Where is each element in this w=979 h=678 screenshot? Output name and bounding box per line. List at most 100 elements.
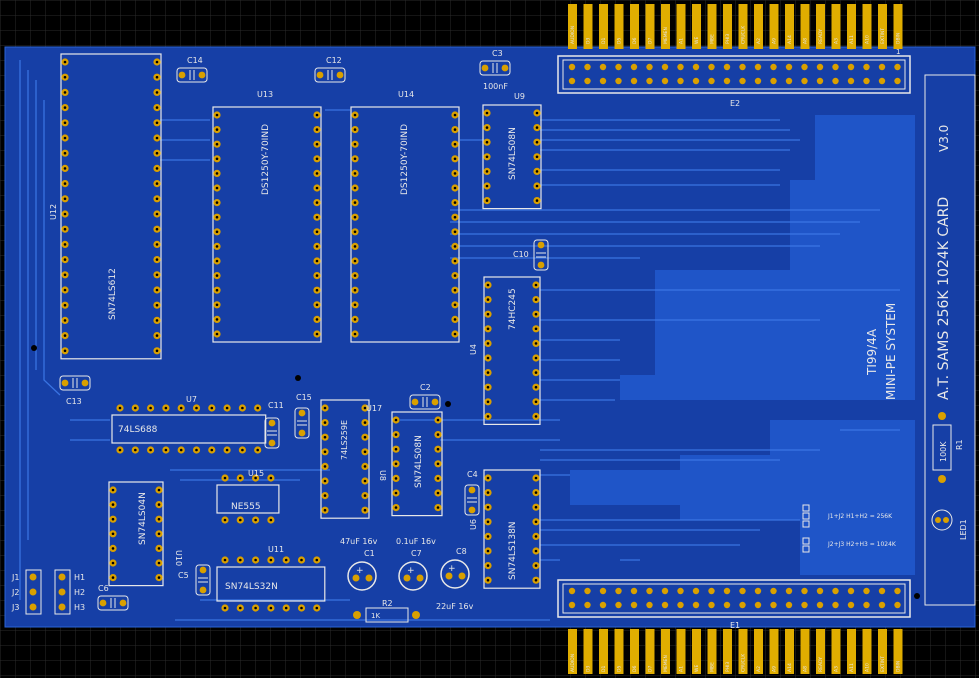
finger-label: DBIN	[896, 33, 902, 44]
edge-finger	[614, 629, 624, 674]
header-pin	[692, 63, 700, 71]
jumper-j3: J3	[11, 603, 19, 612]
finger-label: D5	[617, 666, 623, 672]
jumper-notes: J1+J2 H1+H2 = 256K J2+J3 H2+H3 = 1024K	[802, 504, 897, 553]
header-pin	[878, 63, 886, 71]
edge-finger	[568, 4, 577, 49]
finger-label: PHI3	[725, 34, 731, 44]
header-pin	[894, 77, 901, 85]
header-pin	[754, 77, 762, 85]
header-pin	[754, 601, 762, 609]
header-pin	[677, 63, 684, 71]
header-pin	[661, 587, 669, 595]
u9-ref: U9	[514, 92, 525, 101]
capacitor: C12	[314, 56, 346, 83]
finger-label: A14	[787, 35, 793, 44]
chip-u4: U4 74HC245	[469, 276, 541, 425]
capacitor: C3	[479, 49, 511, 76]
header-pin	[739, 601, 746, 609]
finger-label: A8	[803, 666, 809, 672]
header-pin	[568, 601, 576, 609]
finger-label: A2	[756, 666, 762, 672]
header-pin	[708, 77, 715, 85]
header-pin	[754, 63, 762, 71]
header-pin	[754, 587, 762, 595]
header-pin	[692, 77, 700, 85]
u10-ref: U10	[174, 550, 183, 566]
header-pin	[894, 587, 901, 595]
header-pin	[584, 63, 591, 71]
edge-finger	[754, 4, 763, 49]
finger-label: A9	[772, 666, 778, 672]
finger-label: D3	[586, 666, 592, 672]
header-pin	[599, 601, 607, 609]
u4-part: 74HC245	[508, 288, 518, 330]
header-pin	[739, 63, 746, 71]
header-pin	[615, 601, 622, 609]
header-pin	[723, 63, 731, 71]
u12-ref: U12	[49, 204, 58, 220]
header-pin	[646, 63, 653, 71]
u4-ref: U4	[469, 344, 478, 355]
header-pin	[692, 601, 700, 609]
svg-text:+: +	[356, 566, 364, 576]
capacitor-ref: C2	[420, 383, 431, 392]
edge-finger	[878, 629, 887, 674]
header-pin	[646, 587, 653, 595]
u6-part: SN74LS138N	[508, 521, 518, 580]
traces	[19, 60, 900, 621]
led1-ref: LED1	[959, 519, 968, 540]
capacitor: C10	[513, 239, 549, 271]
header-pin	[568, 77, 576, 85]
capacitor-ref: C3	[492, 49, 503, 58]
header-pin	[878, 77, 886, 85]
header-pin	[599, 63, 607, 71]
capacitor-ref: C11	[268, 401, 284, 410]
header-pin	[599, 77, 607, 85]
header-pin	[801, 63, 808, 71]
u14-ref: U14	[398, 90, 414, 99]
capacitor-ref: C15	[296, 393, 312, 402]
finger-label: AUDION	[570, 26, 576, 44]
header-pin	[630, 601, 638, 609]
edge-finger	[723, 629, 732, 674]
header-pin	[568, 63, 576, 71]
header-pin	[863, 63, 870, 71]
header-pin	[677, 587, 684, 595]
edge-finger	[630, 4, 639, 49]
header-pin	[847, 77, 855, 85]
c8-value: 22uF 16v	[436, 602, 474, 611]
edge-finger	[816, 629, 825, 674]
header-pin	[832, 587, 839, 595]
header-pin	[661, 77, 669, 85]
finger-label: WE	[694, 665, 700, 672]
finger-label: A8	[803, 38, 809, 44]
capacitor-ref: C6	[98, 584, 109, 593]
header-pin	[878, 601, 886, 609]
edge-finger	[599, 4, 608, 49]
board-version: V3.0	[937, 125, 951, 152]
edge-finger	[676, 629, 686, 674]
system-line1: TI99/4A	[865, 328, 879, 376]
header-pin	[801, 77, 808, 85]
edge-finger	[754, 629, 763, 674]
capacitor-ref: C4	[467, 470, 478, 479]
finger-label: D1	[601, 38, 607, 44]
finger-label: A1	[679, 38, 685, 44]
header-pin	[615, 587, 622, 595]
header-pin	[863, 587, 870, 595]
header-pin	[708, 63, 715, 71]
finger-label: A3	[834, 666, 840, 672]
capacitor-ref: C10	[513, 250, 529, 259]
finger-label: A11	[849, 663, 855, 672]
header-pin	[646, 601, 653, 609]
edge-finger	[878, 4, 887, 49]
jumper-j1: J1	[11, 573, 19, 582]
edge-finger	[893, 4, 903, 49]
jumpers: J1 J2 J3 H1 H2 H3	[11, 569, 85, 615]
edge-finger	[614, 4, 624, 49]
